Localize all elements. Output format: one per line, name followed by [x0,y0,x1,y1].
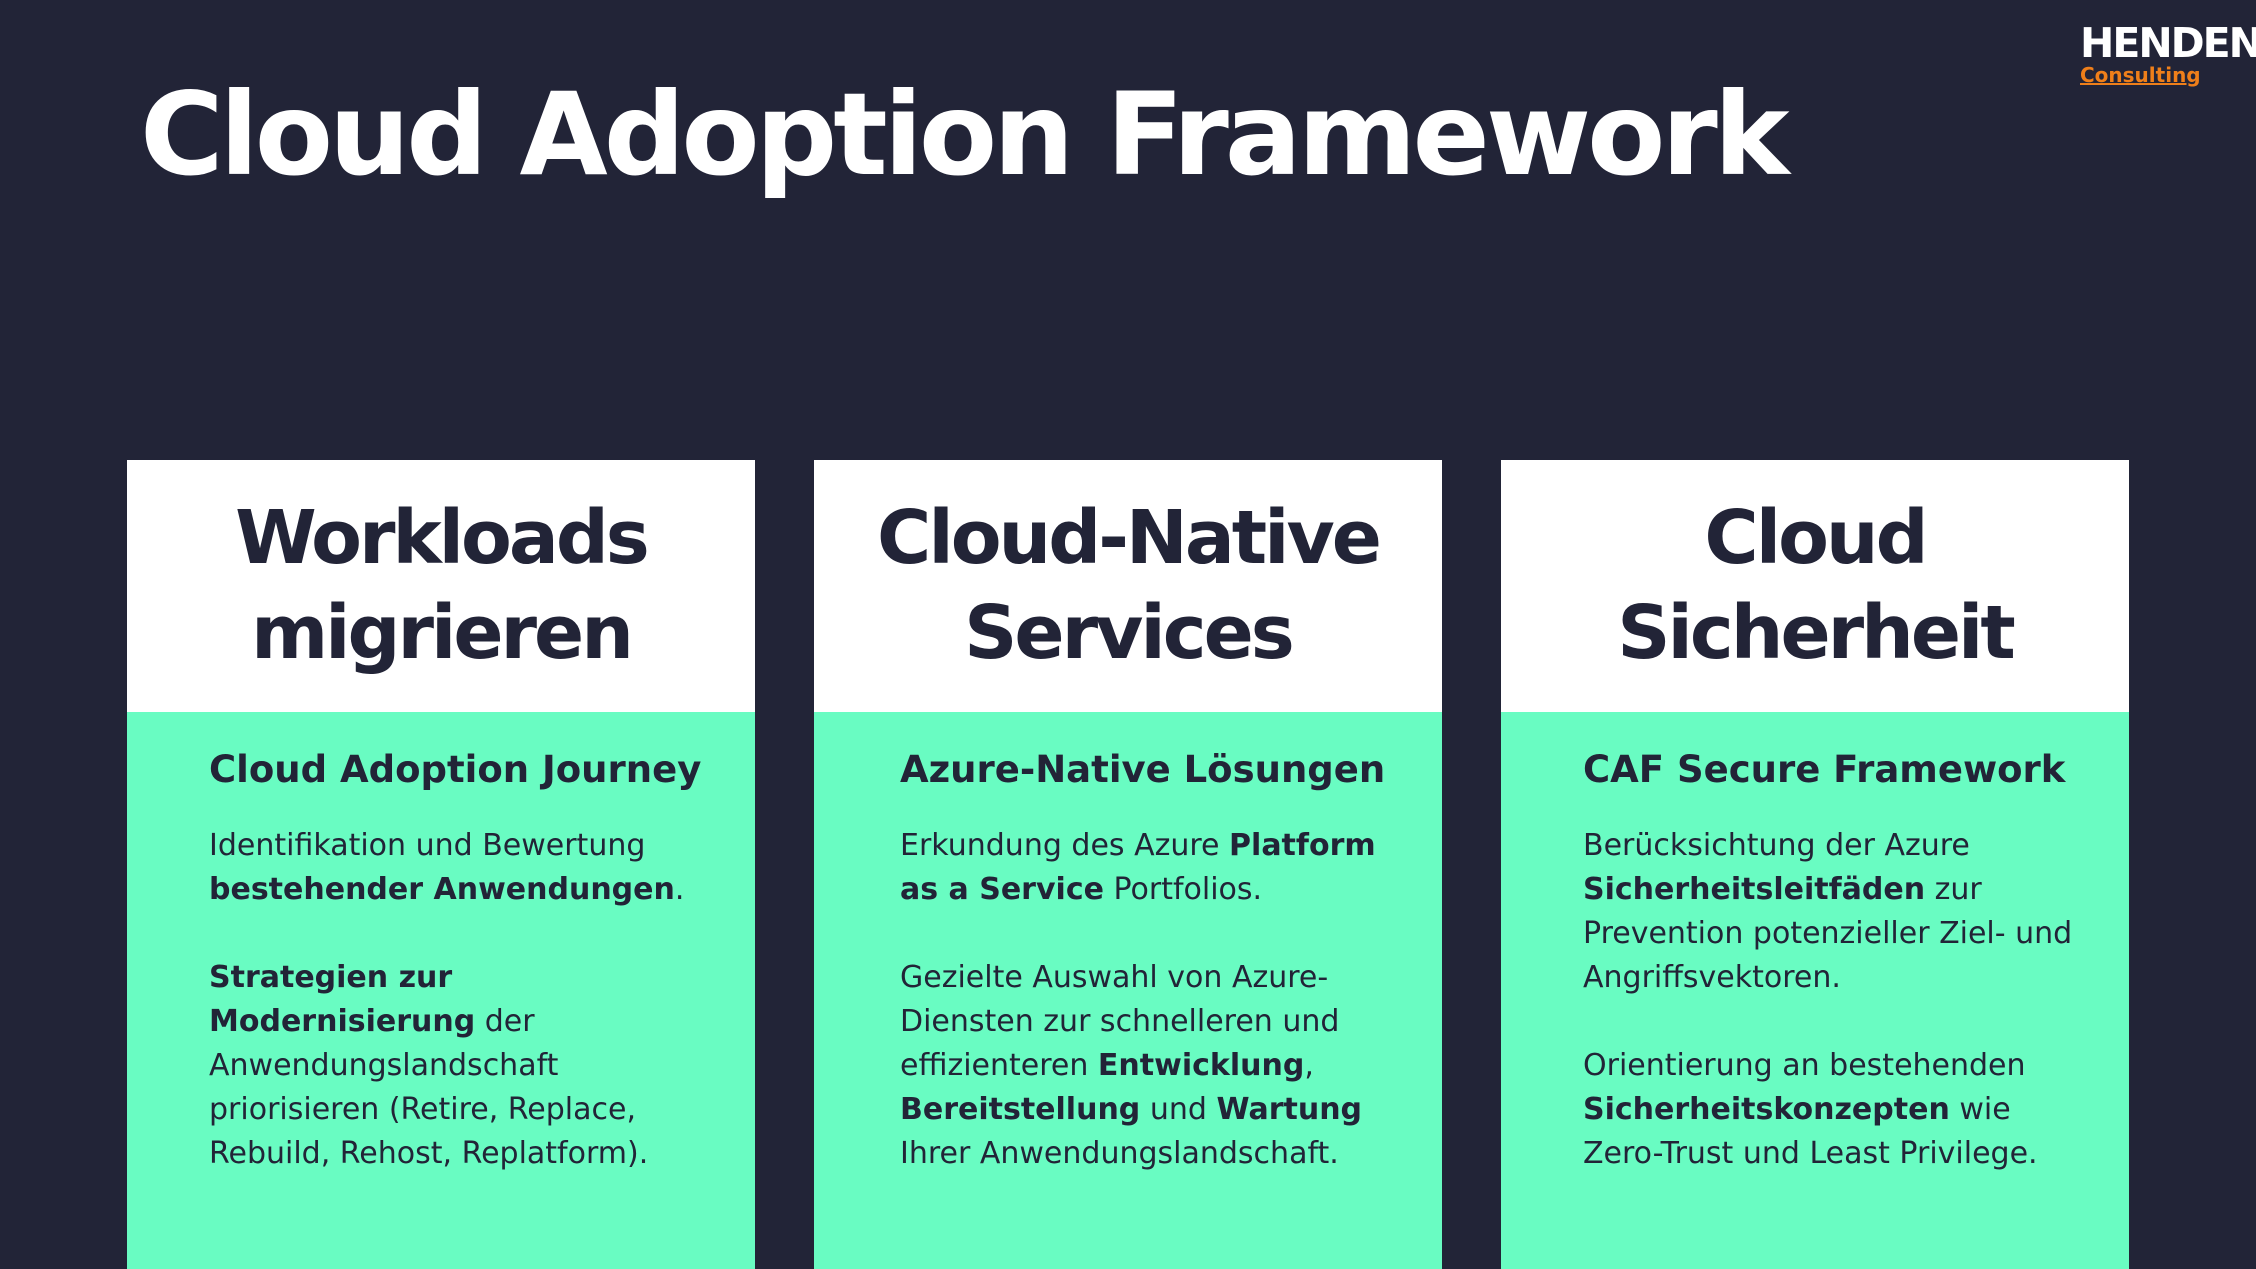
text: wie Zero-Trust und Least Privilege. [1583,1092,2038,1171]
emphasis: bestehender Anwendungen [209,872,675,907]
card-paragraph-1: Erkundung des Azure Platform as a Servic… [900,824,1402,912]
card-title: Cloud Sicherheit [1617,491,2015,681]
text: . [674,872,685,907]
card-body: Azure-Native Lösungen Erkundung des Azur… [814,712,1442,1269]
card-title: Workloads migrieren [235,491,650,681]
card-header: Cloud Sicherheit [1501,460,2129,712]
card-body: CAF Secure Framework Berücksichtung der … [1501,712,2129,1269]
text: Identifikation und Bewertung [209,828,646,863]
card-title-line1: Cloud-Native [877,495,1382,581]
card-subtitle: CAF Secure Framework [1583,748,2066,791]
card-paragraph-2: Orientierung an bestehenden Sicherheitsk… [1583,1044,2089,1176]
text: , [1304,1048,1314,1083]
emphasis: Sicherheitskonzepten [1583,1092,1950,1127]
page-title: Cloud Adoption Framework [140,68,1790,201]
text: Orientierung an bestehenden [1583,1048,2026,1083]
emphasis: Platform as a Service [900,828,1376,907]
emphasis: Strategien zur Modernisierung [209,960,476,1039]
text: Berücksichtung der Azure [1583,828,1970,863]
logo-tagline: Consulting [2080,63,2201,87]
text: Erkundung des Azure [900,828,1230,863]
card-title-line1: Workloads [235,495,650,581]
card-cloud-native: Cloud-Native Services Azure-Native Lösun… [814,460,1442,1269]
card-paragraph-1: Identifikation und Bewertung bestehender… [209,824,715,912]
card-subtitle: Cloud Adoption Journey [209,748,702,791]
logo-wordmark: HENDEN [2080,19,2256,67]
card-paragraph-2: Strategien zur Modernisierung der Anwend… [209,956,715,1176]
card-subtitle: Azure-Native Lösungen [900,748,1386,791]
emphasis: Bereitstellung [900,1092,1141,1127]
card-cloud-security: Cloud Sicherheit CAF Secure Framework Be… [1501,460,2129,1269]
card-body: Cloud Adoption Journey Identifikation un… [127,712,755,1269]
card-title: Cloud-Native Services [877,491,1382,681]
text: Gezielte Auswahl von Azure-Diensten zur … [900,960,1340,1083]
text: und [1140,1092,1217,1127]
card-paragraph-2: Gezielte Auswahl von Azure-Diensten zur … [900,956,1402,1176]
card-title-line2: Services [964,590,1295,676]
text: Ihrer Anwendungslandschaft. [900,1136,1339,1171]
emphasis: Wartung [1216,1092,1363,1127]
text: der Anwendungslandschaft priorisieren (R… [209,1004,649,1171]
card-header: Workloads migrieren [127,460,755,712]
card-title-line2: Sicherheit [1617,590,2015,676]
card-title-line1: Cloud [1704,495,1928,581]
card-title-line2: migrieren [251,590,634,676]
henden-consulting-logo: HENDEN Consulting [2080,19,2256,87]
emphasis: Sicherheitsleitfäden [1583,872,1926,907]
card-paragraph-1: Berücksichtung der Azure Sicherheitsleit… [1583,824,2089,1000]
emphasis: Entwicklung [1097,1048,1305,1083]
text: zur Prevention potenzieller Ziel- und An… [1583,872,2073,995]
text: Portfolios. [1103,872,1263,907]
card-header: Cloud-Native Services [814,460,1442,712]
card-workloads: Workloads migrieren Cloud Adoption Journ… [127,460,755,1269]
